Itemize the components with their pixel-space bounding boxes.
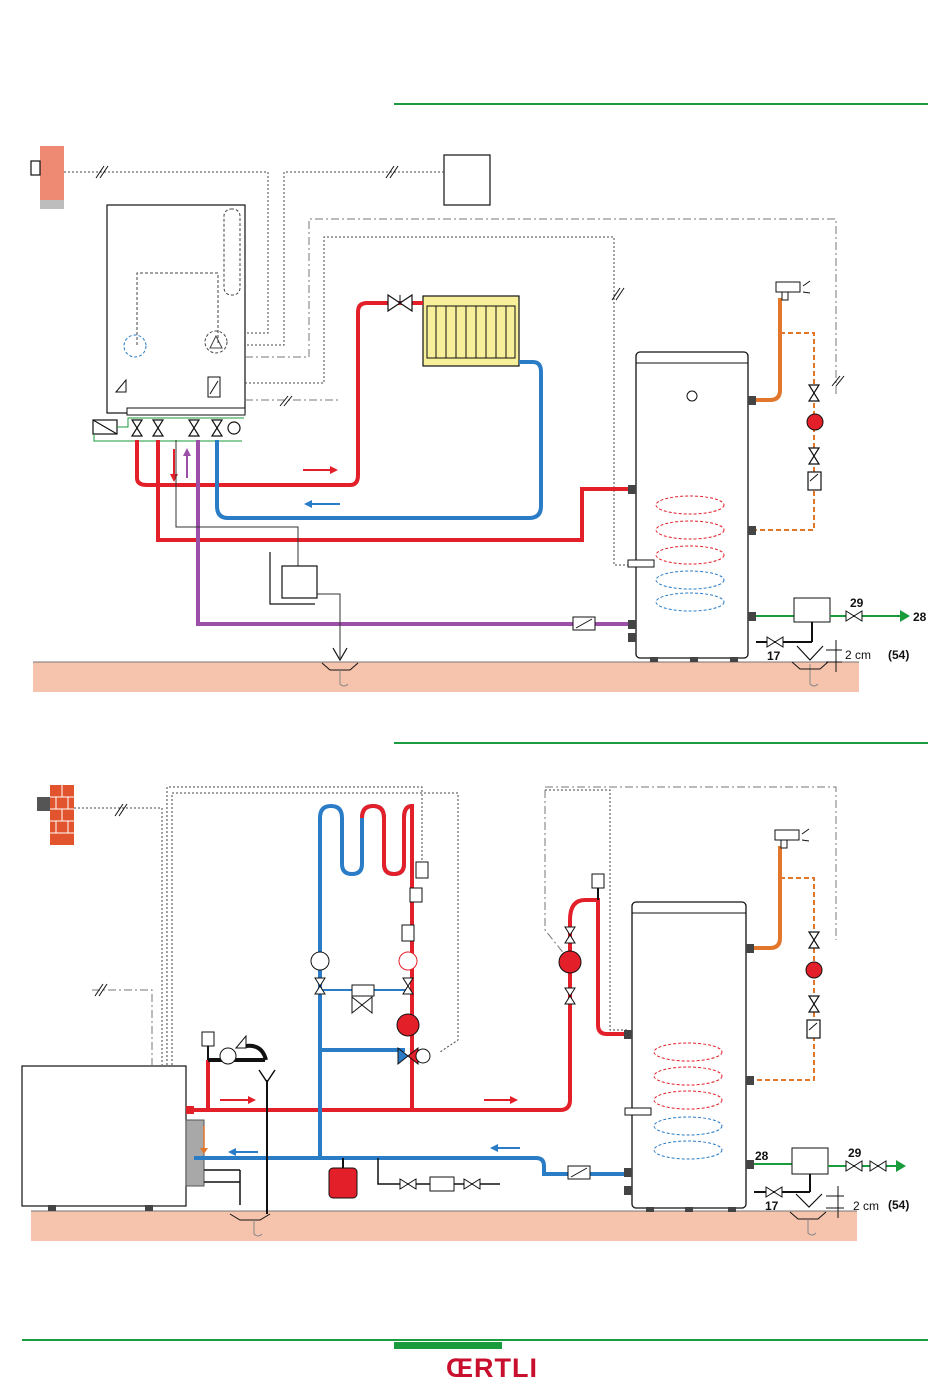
label-29: 29 — [850, 596, 864, 610]
bottom-recirc-pump — [806, 962, 822, 978]
top-diagram: 29 28 17 2 cm (54) — [31, 146, 927, 692]
footer-accent — [394, 1342, 502, 1349]
wall-boiler — [107, 205, 245, 415]
dim-ref-bottom: (54) — [888, 1198, 909, 1212]
hot-tap — [776, 281, 810, 300]
boiler-valves — [93, 420, 240, 436]
dim-gap-top: 2 cm — [845, 648, 871, 662]
floor-boiler — [22, 1066, 204, 1211]
label-28-bottom: 28 — [755, 1149, 769, 1163]
floor-slab-bottom — [31, 1211, 857, 1241]
expansion-vessel — [329, 1168, 357, 1198]
room-controller — [444, 155, 490, 205]
outdoor-sensor-brick — [37, 785, 74, 845]
dhw-hot-outlet — [756, 298, 780, 400]
bottom-diagram: 28 29 17 2 cm (54) — [22, 785, 909, 1241]
safety-group — [794, 598, 830, 622]
label-17-bottom: 17 — [765, 1199, 779, 1213]
label-17: 17 — [767, 649, 781, 663]
bottom-hot-tap — [775, 829, 809, 848]
bottom-heating-return — [194, 1158, 628, 1174]
outdoor-sensor — [31, 146, 64, 209]
bottom-safety-group — [792, 1148, 828, 1174]
condensate-neutralizer — [270, 552, 317, 604]
floor-pump — [397, 1014, 419, 1036]
label-29-bottom: 29 — [848, 1146, 862, 1160]
brand-logo: ŒRTLI — [446, 1353, 538, 1383]
floor-slab-top — [33, 662, 859, 692]
dim-gap-bottom: 2 cm — [853, 1199, 879, 1213]
bottom-dhw-tank — [624, 902, 754, 1212]
recirc-pump — [807, 414, 823, 430]
dim-ref-top: (54) — [888, 648, 909, 662]
radiator — [423, 296, 519, 366]
heating-return-pipe — [217, 362, 541, 518]
bottom-heating-flow — [194, 920, 570, 1110]
dhw-charge-pump — [559, 951, 581, 973]
label-28: 28 — [913, 610, 927, 624]
dhw-primary-flow — [158, 440, 628, 540]
bottom-dhw-hot-outlet — [754, 846, 780, 948]
underfloor-loop — [320, 806, 412, 1160]
cold-water-pipe — [198, 440, 628, 624]
dhw-tank — [628, 352, 756, 662]
